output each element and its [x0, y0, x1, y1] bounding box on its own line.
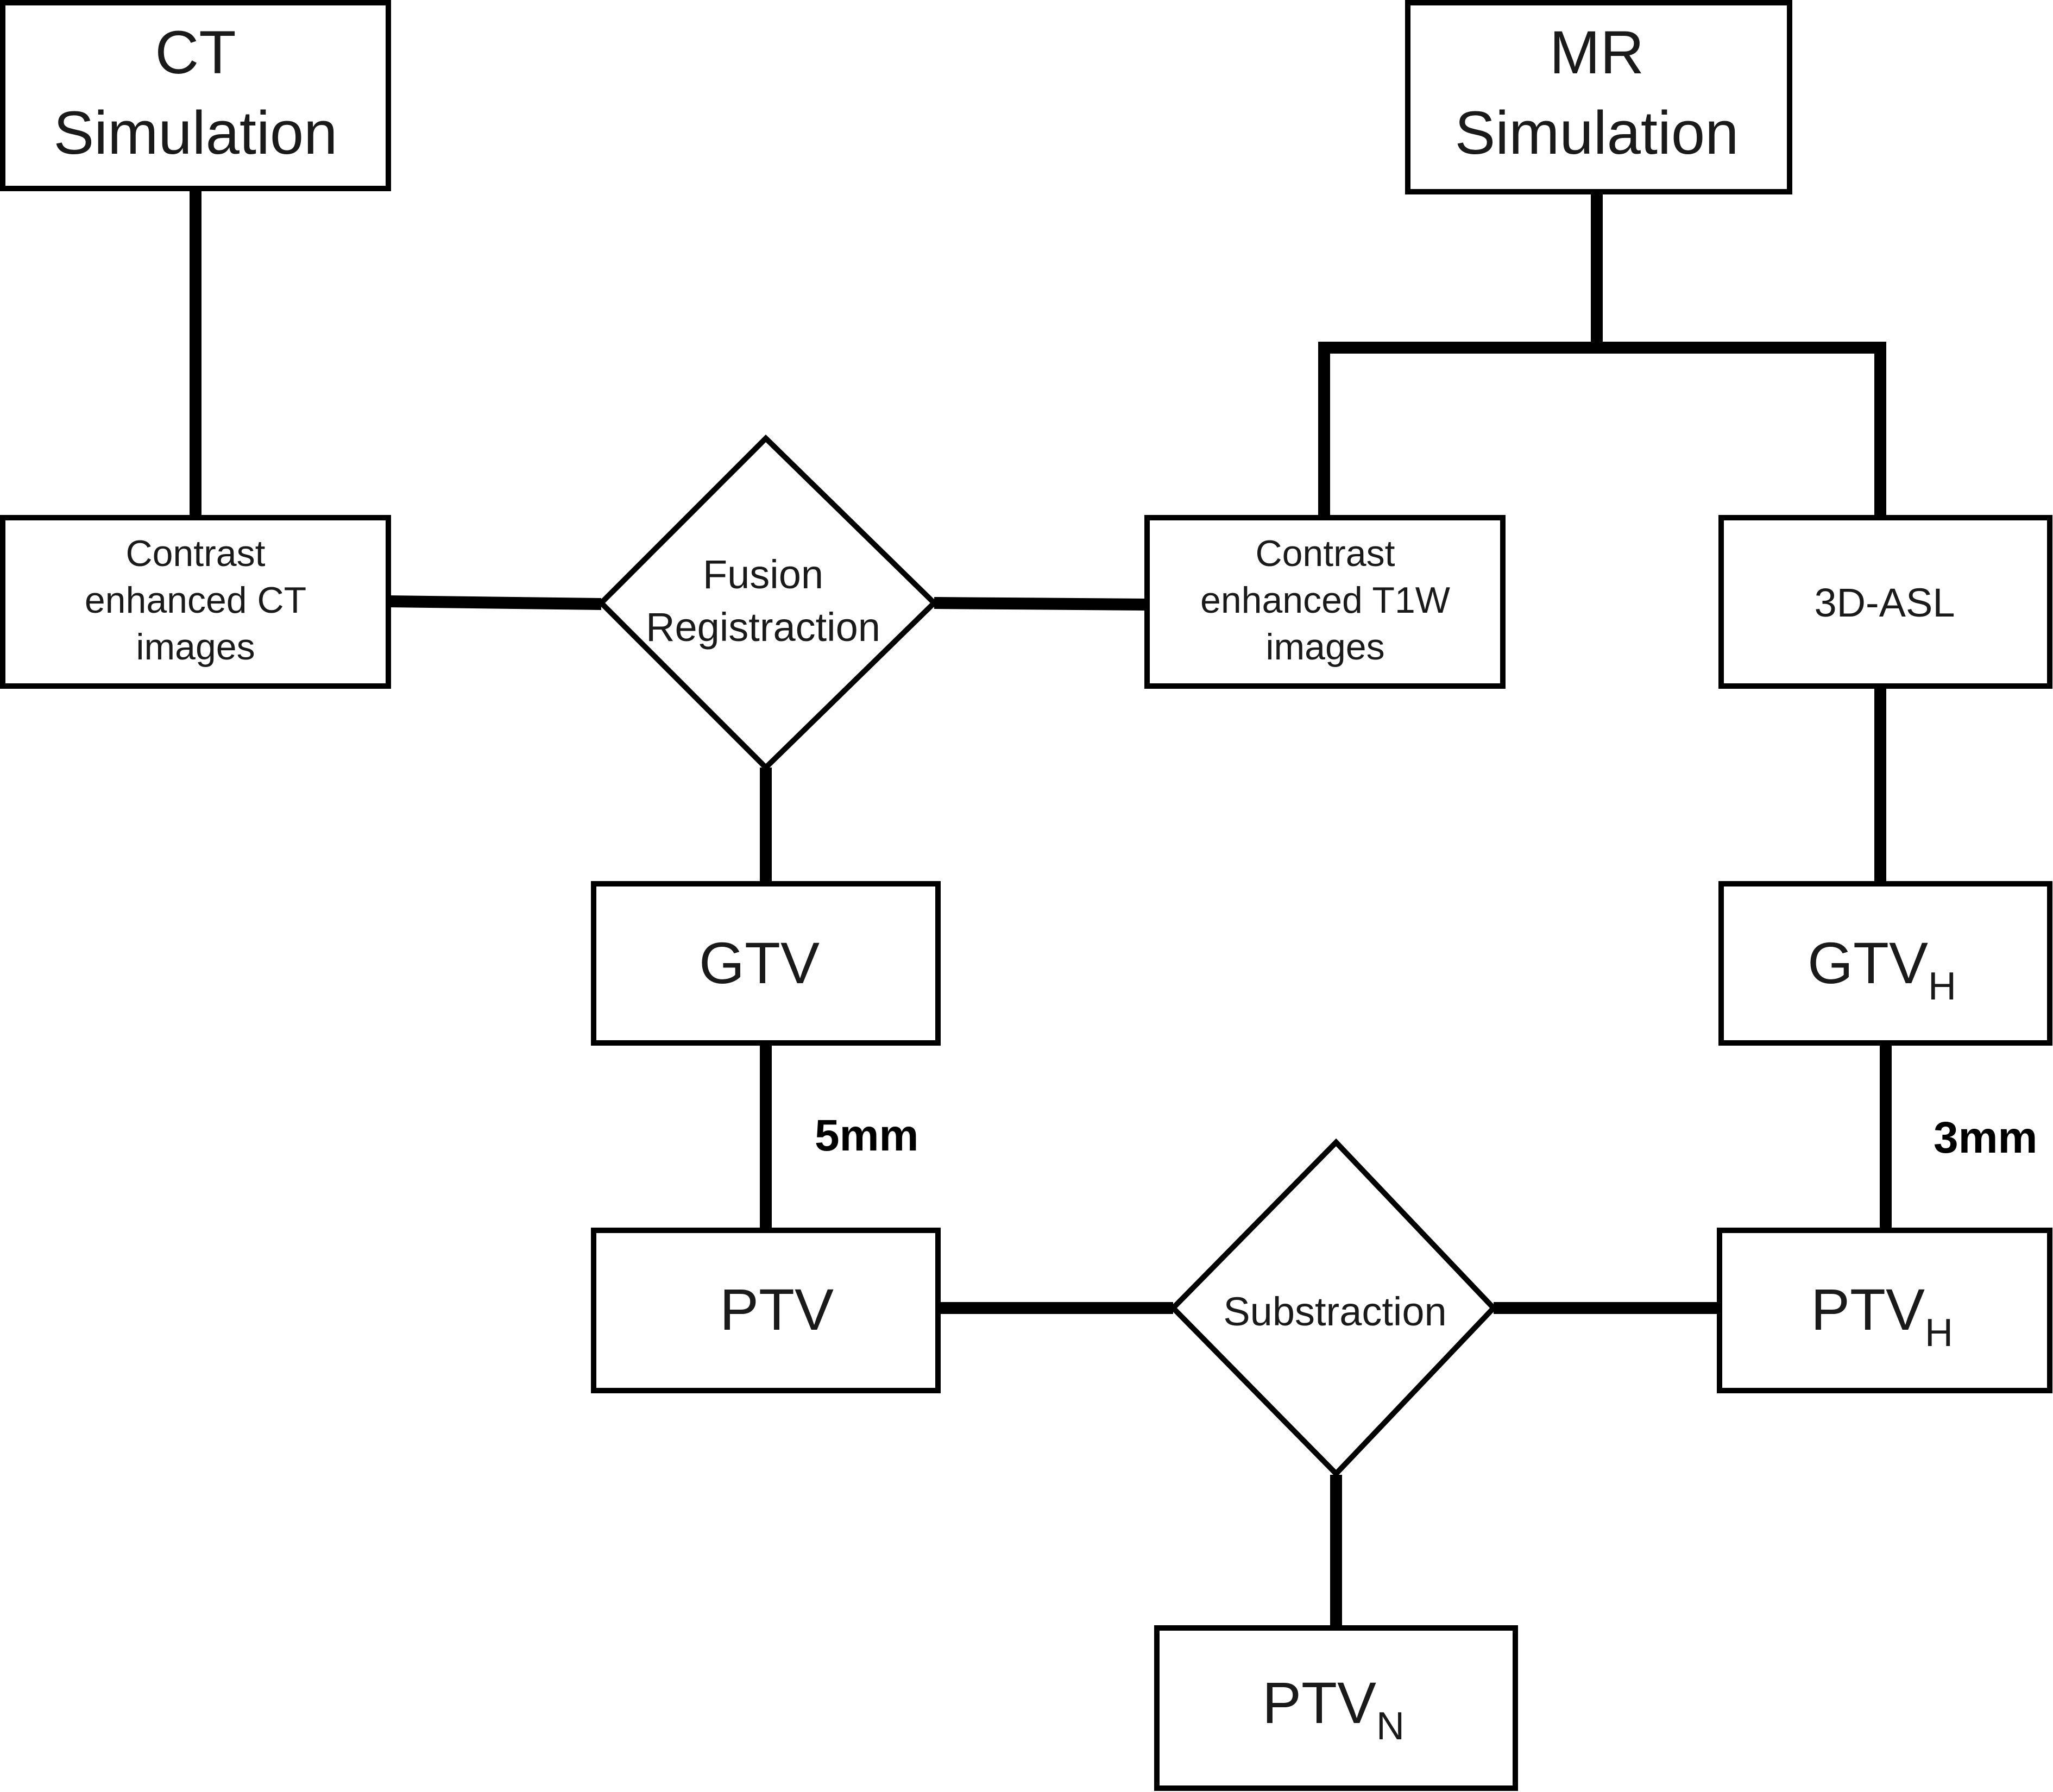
edge-fusion-to-t1w [934, 597, 1148, 611]
t1w-images-box: Contrast enhanced T1W images [1144, 515, 1506, 689]
ct-images-line3: images [136, 626, 255, 668]
mr-simulation-line2: Simulation [1455, 99, 1739, 167]
gtv-box: GTV [591, 881, 941, 1046]
ct-images-line1: Contrast [126, 533, 266, 574]
ptv-n-subscript: N [1376, 1705, 1405, 1748]
ptv-box: PTV [591, 1228, 941, 1393]
t1w-images-line1: Contrast [1256, 533, 1395, 574]
gtv-h-label: GTVH [1808, 930, 1956, 1008]
ptv-h-subscript: H [1925, 1311, 1953, 1355]
gtv-h-box: GTVH [1718, 881, 2052, 1046]
asl-box: 3D-ASL [1718, 515, 2052, 689]
ptv-label: PTV [720, 1277, 834, 1342]
ptv-h-box: PTVH [1717, 1228, 2052, 1393]
ct-simulation-line1: CT [155, 18, 236, 86]
gtv-h-subscript: H [1928, 965, 1956, 1008]
ptv-n-label: PTVN [1262, 1670, 1405, 1748]
ct-simulation-line2: Simulation [54, 99, 338, 167]
margin-3mm-label: 3mm [1934, 1113, 2037, 1162]
ct-images-line2: enhanced CT [85, 580, 306, 621]
mr-simulation-line1: MR [1550, 18, 1644, 86]
ptv-h-label: PTVH [1811, 1277, 1953, 1355]
ct-simulation-box: CT Simulation [0, 0, 391, 191]
ptv-h-main: PTV [1811, 1277, 1925, 1342]
ct-images-box: Contrast enhanced CT images [0, 515, 391, 689]
ptv-n-main: PTV [1262, 1670, 1376, 1736]
substraction-diamond: Substraction [1169, 1138, 1497, 1478]
fusion-line2: Registraction [646, 605, 880, 650]
connectors [190, 188, 1892, 1628]
t1w-images-line2: enhanced T1W [1200, 580, 1450, 621]
gtv-h-main: GTV [1808, 930, 1928, 996]
ptv-n-box: PTVN [1154, 1625, 1518, 1791]
asl-label: 3D-ASL [1814, 580, 1955, 625]
fusion-line1: Fusion [703, 552, 823, 597]
gtv-label: GTV [699, 930, 820, 996]
fusion-registration-diamond: Fusion Registraction [597, 434, 939, 772]
mr-simulation-box: MR Simulation [1405, 0, 1792, 194]
substraction-label: Substraction [1223, 1289, 1446, 1334]
t1w-images-line3: images [1265, 626, 1384, 668]
margin-5mm-label: 5mm [815, 1111, 918, 1160]
edge-ct-images-to-fusion [388, 595, 602, 610]
